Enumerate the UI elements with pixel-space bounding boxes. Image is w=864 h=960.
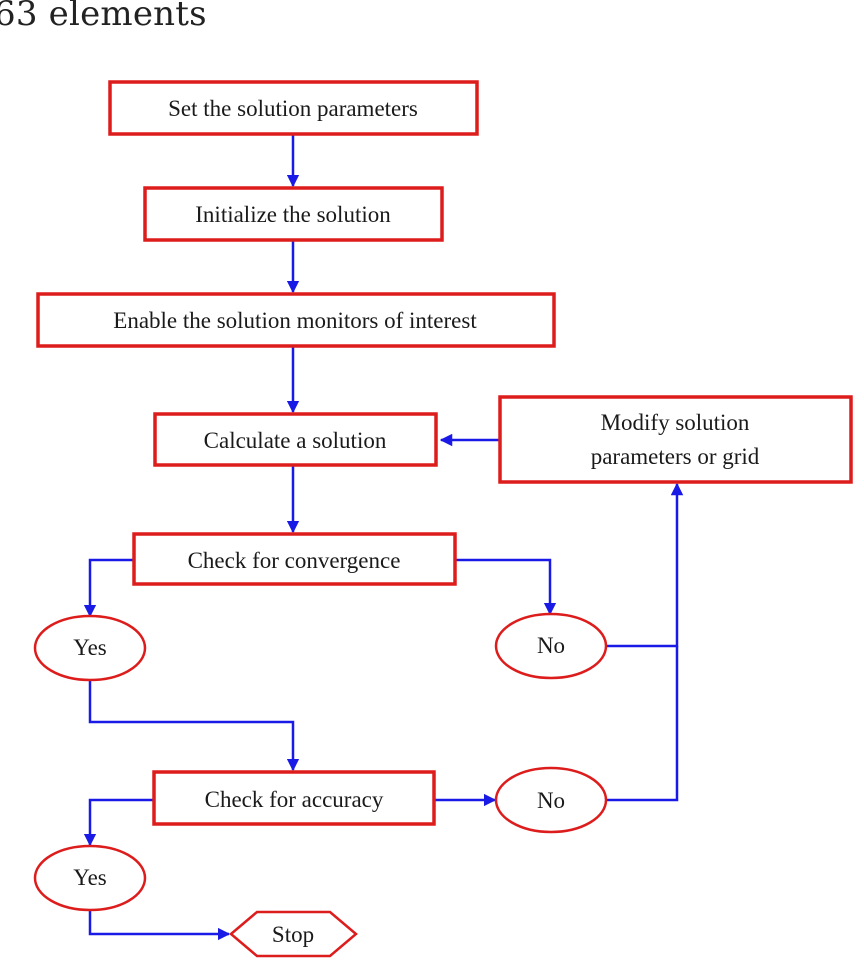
arrow-accuracy-to-yes xyxy=(83,798,154,847)
process-box-check-accuracy: Check for accuracy xyxy=(152,770,436,826)
process-box-modify: Modify solution parameters or grid xyxy=(498,395,853,484)
stop-label: Stop xyxy=(272,922,314,947)
page-title: 63 elements xyxy=(0,0,207,34)
process-box-set-parameters: Set the solution parameters xyxy=(108,80,479,136)
arrow-no-to-modify xyxy=(606,482,684,648)
hexagon-stop: Stop xyxy=(229,910,358,958)
process-box-enable-monitors: Enable the solution monitors of interest xyxy=(36,292,556,348)
oval-accuracy-yes: Yes xyxy=(33,844,147,912)
oval-convergence-yes: Yes xyxy=(33,614,147,682)
connectors xyxy=(83,134,684,941)
arrow-yes-to-stop xyxy=(88,910,231,941)
arrow-yes-to-accuracy xyxy=(88,680,300,772)
step-label: Enable the solution monitors of interest xyxy=(113,308,477,333)
step-label: Check for accuracy xyxy=(205,787,384,812)
oval-accuracy-no: No xyxy=(494,766,608,834)
decision-label: Yes xyxy=(73,865,107,890)
arrow-convergence-to-yes xyxy=(83,558,134,618)
decision-label: Yes xyxy=(73,635,107,660)
decision-label: No xyxy=(537,633,565,658)
arrow-convergence-to-no xyxy=(455,558,557,616)
step-label-line-2: parameters or grid xyxy=(591,444,760,469)
process-box-calculate: Calculate a solution xyxy=(153,412,438,467)
step-label: Set the solution parameters xyxy=(168,96,418,121)
decision-label: No xyxy=(537,788,565,813)
process-box-check-convergence: Check for convergence xyxy=(132,532,457,586)
oval-convergence-no: No xyxy=(494,612,608,680)
process-box-initialize: Initialize the solution xyxy=(143,186,444,242)
line-accuracy-no-to-modify xyxy=(606,646,679,802)
step-label: Check for convergence xyxy=(188,548,401,573)
step-label: Initialize the solution xyxy=(195,202,391,227)
step-label: Calculate a solution xyxy=(204,428,387,453)
step-label-line-1: Modify solution xyxy=(601,410,750,435)
